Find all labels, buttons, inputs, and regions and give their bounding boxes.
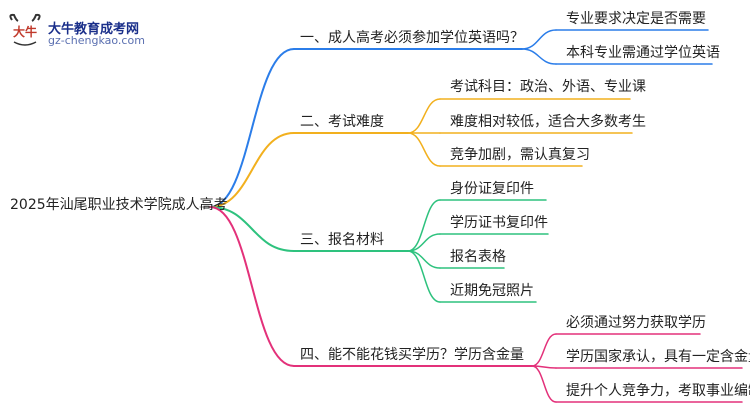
branch-2-child-1: 考试科目：政治、外语、专业课 [450,79,646,95]
logo-title: 大牛教育成考网 [48,22,140,37]
site-logo[interactable]: 大牛 大牛教育成考网 gz-chengkao.com [6,12,156,52]
branch-3-child-1-connector [407,199,441,252]
branch-3-connector [209,206,295,252]
branch-3-child-4-connector [407,250,441,303]
branch-3-label: 三、报名材料 [300,232,384,248]
branch-2-child-3: 竞争加剧，需认真复习 [450,147,590,163]
branch-2-connector [209,132,295,208]
branch-1-connector [209,48,295,208]
branch-1-label: 一、成人高考必须参加学位英语吗？ [300,30,524,46]
branch-1-child-1: 专业要求决定是否需要 [566,11,706,27]
branch-2-child-2: 难度相对较低，适合大多数考生 [450,114,646,130]
branch-2-child-3-connector [407,132,441,167]
bull-logo-icon: 大牛 [9,13,41,46]
branch-4-label: 四、能不能花钱买学历？学历含金量 [300,347,524,363]
logo-mark-text: 大牛 [13,24,37,39]
branch-4-child-1-connector [531,333,557,367]
branch-4-connector [209,206,295,367]
branch-3-child-2: 学历证书复印件 [450,215,548,231]
branch-2-child-1-connector [407,98,441,134]
branch-4-child-3-connector [531,365,557,403]
branch-1-child-2-connector [521,48,557,65]
branch-3-child-3: 报名表格 [450,249,506,265]
branch-2-label: 二、考试难度 [300,114,384,130]
branch-3-child-1: 身份证复印件 [450,181,534,197]
branch-3-child-4: 近期免冠照片 [450,283,534,299]
branch-4-child-2: 学历国家承认，具有一定含金量 [566,349,750,365]
branch-4-child-1: 必须通过努力获取学历 [566,315,706,331]
branch-1-child-2: 本科专业需通过学位英语 [566,45,720,61]
branch-1-child-1-connector [521,29,557,50]
root-topic: 2025年汕尾职业技术学院成人高考 [10,197,228,213]
branch-4-child-3: 提升个人竞争力，考取事业编制 [566,383,750,399]
logo-url: gz-chengkao.com [48,34,145,47]
branch-3-child-2-connector [407,233,441,252]
